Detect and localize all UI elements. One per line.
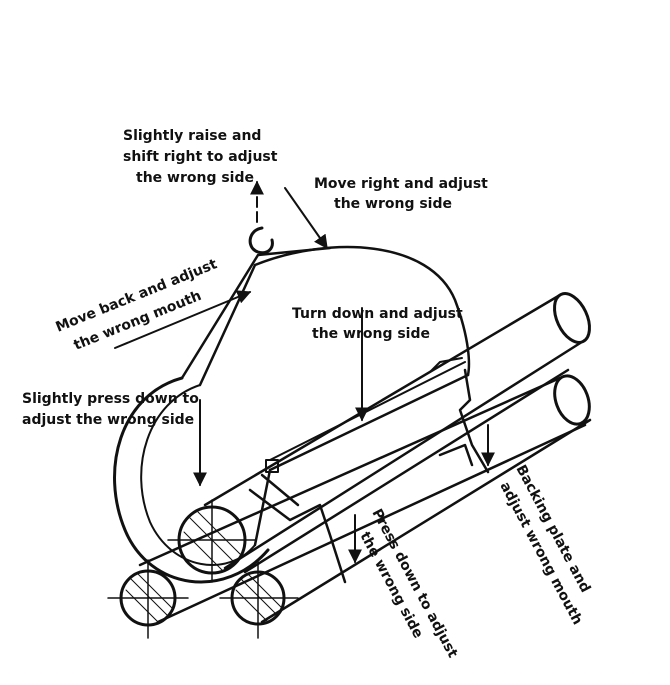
shell-outer-arc [113, 376, 270, 584]
lifting-hook [248, 226, 274, 255]
lower-bar-1-section [107, 559, 189, 639]
rear-clamp-hook [458, 368, 490, 474]
lower-bar-2-bottom-edge [260, 418, 592, 624]
label-slight-press-2: adjust the wrong side [22, 412, 194, 428]
shell-inner-arc [140, 384, 256, 566]
shell-bottom-rim-inner [269, 361, 466, 461]
label-move-right-2: the wrong side [334, 196, 452, 212]
lower-bar-1-top-edge [138, 376, 562, 567]
upper-pipe-top-edge [203, 293, 562, 507]
lower-pipes [107, 368, 592, 639]
rear-clamp-plate [429, 357, 463, 373]
label-raise-shift-2: shift right to adjust [123, 149, 278, 165]
label-slight-press-1: Slightly press down to [22, 391, 199, 407]
front-clamp-bar [260, 473, 300, 507]
upper-pipe-end [553, 292, 591, 344]
clamp-fixtures [248, 357, 490, 584]
label-turn-down-2: the wrong side [312, 326, 430, 342]
arrow-move-right [284, 187, 328, 250]
upper-pipe-section [167, 499, 257, 583]
curved-shell [113, 245, 471, 584]
front-clamp-hook [248, 488, 347, 584]
upper-pipe [167, 292, 591, 583]
lower-bar-1-end [553, 374, 591, 426]
front-tab [265, 459, 279, 473]
label-raise-shift-1: Slightly raise and [123, 128, 261, 144]
lower-bar-1-bottom-edge [156, 423, 587, 624]
label-move-right-1: Move right and adjust [314, 176, 488, 192]
shell-inner-left-edge [253, 468, 272, 547]
shell-left-edge [198, 263, 257, 387]
shell-bottom-rim [268, 373, 470, 472]
lower-bar-2-top-edge [243, 368, 570, 574]
lower-bar-2-section [219, 559, 299, 639]
lifting-sling [180, 246, 332, 380]
label-raise-shift-3: the wrong side [136, 170, 254, 186]
label-turn-down-1: Turn down and adjust [292, 306, 463, 322]
arrow-move-back [114, 290, 252, 349]
backing-plate [438, 443, 474, 467]
upper-pipe-bottom-edge [223, 338, 587, 570]
